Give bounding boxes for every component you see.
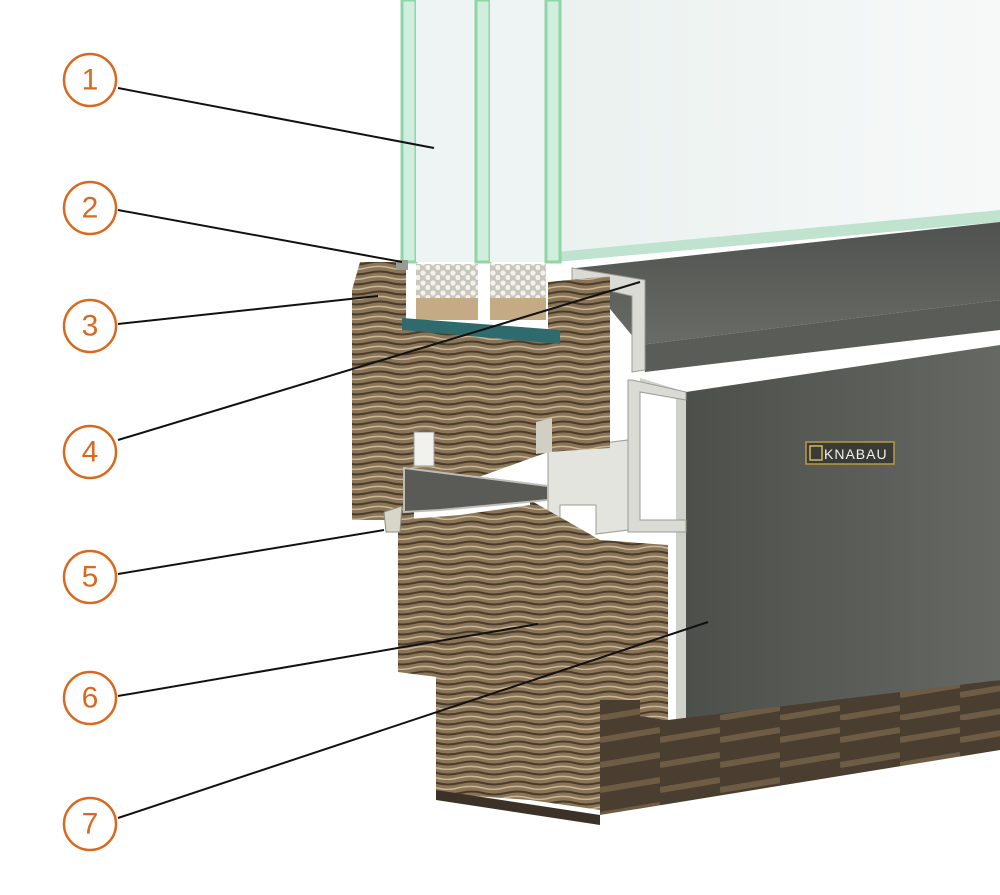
sash-right — [476, 328, 548, 478]
sash-body — [352, 330, 414, 520]
frame-lip — [600, 540, 668, 720]
leader-line-6 — [117, 623, 539, 697]
leader-line-2 — [117, 209, 403, 263]
glass-surface — [556, 0, 1000, 252]
frame-bottom-step — [436, 676, 460, 795]
spacer-foam-1 — [416, 264, 478, 300]
callout-1: 1 — [62, 52, 118, 108]
frame-center — [460, 505, 530, 800]
logo-text: KNABAU — [824, 446, 888, 462]
callout-3-label: 3 — [82, 310, 99, 343]
logo-badge — [805, 441, 895, 465]
alu-upper-face — [640, 300, 1000, 372]
glass-pane-outer — [400, 0, 418, 264]
frame-lower-edge — [436, 790, 600, 825]
leader-line-3 — [117, 295, 379, 325]
callout-7-label: 7 — [82, 808, 99, 841]
aluminium-cover-profile — [547, 222, 1000, 728]
callout-3: 3 — [62, 298, 118, 354]
alu-front-edge — [640, 378, 686, 728]
sash-rebate — [548, 276, 610, 452]
triple-glazing — [400, 0, 1000, 264]
spacer-sealant-2 — [490, 298, 546, 320]
callout-7: 7 — [62, 796, 118, 852]
knabau-logo: KNABAU — [805, 441, 895, 465]
glass-gap-1 — [416, 0, 478, 262]
sash-top-block — [352, 262, 406, 330]
wood-frame-section — [352, 262, 1000, 825]
callout-2: 2 — [62, 180, 118, 236]
callout-4-label: 4 — [82, 436, 99, 469]
alu-front-face — [686, 345, 1000, 728]
leader-line-5 — [117, 529, 385, 575]
leader-line-1 — [117, 87, 435, 149]
spacer-sealant-1 — [416, 298, 478, 320]
callout-6-label: 6 — [82, 682, 99, 715]
callout-6: 6 — [62, 670, 118, 726]
callout-1-label: 1 — [82, 64, 99, 97]
callout-2-label: 2 — [82, 192, 99, 225]
frame-end-grain — [600, 680, 1000, 815]
callout-5: 5 — [62, 549, 118, 605]
glass-pane-middle — [474, 0, 492, 264]
leader-lines — [117, 87, 709, 819]
leader-line-7 — [117, 621, 709, 819]
groove-top — [413, 431, 435, 467]
logo-icon — [809, 445, 823, 461]
edge-seal — [396, 260, 408, 270]
hardware-channel — [403, 466, 549, 514]
sash-gasket — [536, 418, 552, 454]
frame-left — [398, 515, 460, 680]
frame-right — [530, 500, 600, 810]
callout-markers: 1 2 3 4 5 6 7 — [62, 52, 118, 852]
glass-bottom-edge — [556, 210, 1000, 262]
callout-4: 4 — [62, 424, 118, 480]
leader-line-4 — [117, 281, 641, 441]
spacer-foam-2 — [490, 264, 546, 300]
gasket-seal — [383, 505, 403, 533]
alu-top-surface — [576, 222, 1000, 345]
callout-5-label: 5 — [82, 561, 99, 594]
glass-pane-inner — [544, 0, 562, 264]
glass-gap-2 — [490, 0, 546, 262]
